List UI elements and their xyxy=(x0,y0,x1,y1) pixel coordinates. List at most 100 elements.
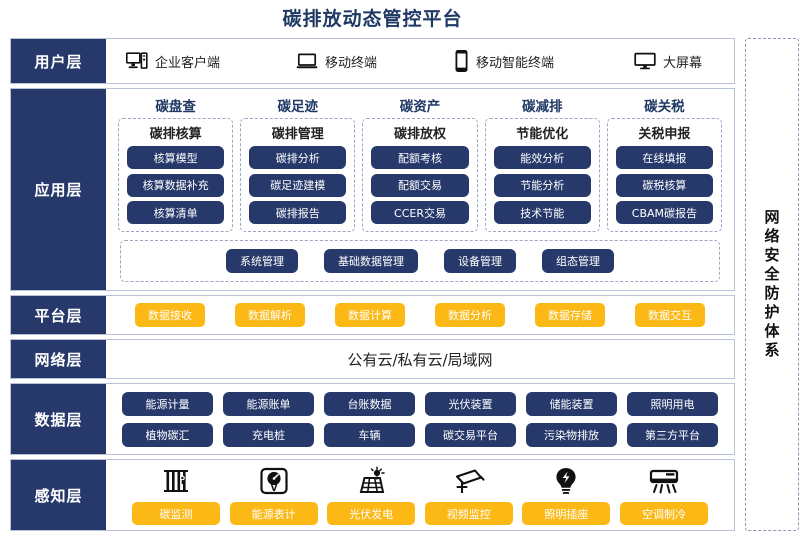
app-box-carbon-emission-rights: 碳排放权 配额考核 配额交易 CCER交易 xyxy=(362,118,478,232)
user-item-mobile-terminal[interactable]: 移动终端 xyxy=(296,52,454,71)
perception-item-label: 视频监控 xyxy=(424,502,513,525)
support-item-configuration-management[interactable]: 组态管理 xyxy=(542,249,614,273)
layer-platform: 平台层 数据接收 数据解析 数据计算 数据分析 数据存储 数据交互 xyxy=(10,295,735,335)
perception-item-label: 光伏发电 xyxy=(327,502,416,525)
user-item-large-screen[interactable]: 大屏幕 xyxy=(634,52,764,71)
app-box-title: 关税申报 xyxy=(638,127,691,142)
data-item-storage-device[interactable]: 储能装置 xyxy=(526,391,617,416)
data-item-pollutant-emission[interactable]: 污染物排放 xyxy=(526,422,617,447)
support-item-basic-data-management[interactable]: 基础数据管理 xyxy=(324,249,418,273)
energy-meter-icon: V xyxy=(259,465,289,497)
app-item[interactable]: 节能分析 xyxy=(493,173,591,197)
app-box-title: 节能优化 xyxy=(516,127,569,142)
user-item-label: 移动智能终端 xyxy=(476,55,555,71)
data-layer-grid: 能源计量 能源账单 台账数据 光伏装置 储能装置 照明用电 植物碳汇 充电桩 车… xyxy=(106,391,734,447)
app-item[interactable]: 配额考核 xyxy=(371,146,469,169)
perception-layer-grid: 碳监测 V 能源表计 xyxy=(106,461,734,529)
app-item[interactable]: 在线填报 xyxy=(615,146,714,169)
carbon-monitor-icon xyxy=(161,465,191,497)
user-item-label: 移动终端 xyxy=(325,55,378,71)
app-column-carbon-tariff: 碳关税 关税申报 在线填报 碳税核算 CBAM碳报告 xyxy=(606,95,723,232)
perception-item-label: 空调制冷 xyxy=(619,502,708,525)
app-item[interactable]: CCER交易 xyxy=(371,201,469,224)
user-item-enterprise-client[interactable]: 企业客户端 xyxy=(126,52,296,71)
app-column-carbon-inventory: 碳盘查 碳排核算 核算模型 核算数据补充 核算清单 xyxy=(118,95,234,232)
app-item[interactable]: 能效分析 xyxy=(493,146,591,169)
platform-item-data-compute[interactable]: 数据计算 xyxy=(335,303,405,327)
app-box-carbon-accounting: 碳排核算 核算模型 核算数据补充 核算清单 xyxy=(118,118,234,232)
app-item[interactable]: 核算数据补充 xyxy=(127,173,225,197)
app-item[interactable]: 核算模型 xyxy=(127,146,225,169)
user-item-smart-mobile-terminal[interactable]: 移动智能终端 xyxy=(454,49,634,73)
svg-text:V: V xyxy=(270,484,277,494)
data-item-third-party-platform[interactable]: 第三方平台 xyxy=(627,422,718,447)
solar-panel-icon xyxy=(356,465,386,497)
user-layer-items: 企业客户端 移动终端 xyxy=(106,49,764,73)
app-column-title: 碳足迹 xyxy=(277,99,319,115)
platform-item-data-storage[interactable]: 数据存储 xyxy=(535,303,605,327)
app-item[interactable]: 碳排报告 xyxy=(249,201,347,224)
data-item-plant-carbon-sink[interactable]: 植物碳汇 xyxy=(122,422,213,447)
layer-data: 数据层 能源计量 能源账单 台账数据 光伏装置 储能装置 照明用电 植物碳汇 充… xyxy=(10,383,735,455)
layer-label-perception: 感知层 xyxy=(11,460,106,530)
platform-layer-items: 数据接收 数据解析 数据计算 数据分析 数据存储 数据交互 xyxy=(106,303,734,327)
support-item-device-management[interactable]: 设备管理 xyxy=(444,249,516,273)
layer-label-application: 应用层 xyxy=(11,89,106,290)
data-item-ledger-data[interactable]: 台账数据 xyxy=(324,391,415,416)
cctv-camera-icon xyxy=(453,465,485,497)
application-columns: 碳盘查 碳排核算 核算模型 核算数据补充 核算清单 碳足迹 碳排管理 碳排分析 … xyxy=(114,95,726,232)
app-column-carbon-footprint: 碳足迹 碳排管理 碳排分析 碳足迹建模 碳排报告 xyxy=(240,95,356,232)
app-item[interactable]: 技术节能 xyxy=(493,201,591,224)
application-support-box: 系统管理 基础数据管理 设备管理 组态管理 xyxy=(120,240,720,282)
app-item[interactable]: 碳税核算 xyxy=(615,173,714,197)
security-panel-label: 网络安全防护体系 xyxy=(762,208,781,361)
perception-item-label: 碳监测 xyxy=(132,502,220,525)
app-box-carbon-management: 碳排管理 碳排分析 碳足迹建模 碳排报告 xyxy=(240,118,356,232)
perception-item-carbon-monitoring[interactable]: 碳监测 xyxy=(128,465,224,525)
app-item[interactable]: 配额交易 xyxy=(371,173,469,197)
platform-item-data-analysis[interactable]: 数据分析 xyxy=(435,303,505,327)
data-item-energy-metering[interactable]: 能源计量 xyxy=(122,391,213,416)
data-layer-row: 能源计量 能源账单 台账数据 光伏装置 储能装置 照明用电 xyxy=(122,391,718,416)
perception-item-pv-generation[interactable]: 光伏发电 xyxy=(323,465,419,525)
data-item-vehicle[interactable]: 车辆 xyxy=(324,422,415,447)
data-item-lighting-power[interactable]: 照明用电 xyxy=(627,391,718,416)
app-box-title: 碳排核算 xyxy=(149,127,202,142)
platform-item-data-interaction[interactable]: 数据交互 xyxy=(635,303,705,327)
app-box-energy-saving-optimization: 节能优化 能效分析 节能分析 技术节能 xyxy=(484,118,600,232)
data-item-charging-pile[interactable]: 充电桩 xyxy=(223,422,314,447)
platform-item-data-receive[interactable]: 数据接收 xyxy=(135,303,205,327)
app-item[interactable]: CBAM碳报告 xyxy=(615,201,714,224)
perception-item-label: 能源表计 xyxy=(229,502,318,525)
app-item[interactable]: 碳排分析 xyxy=(249,146,347,169)
app-column-carbon-asset: 碳资产 碳排放权 配额考核 配额交易 CCER交易 xyxy=(362,95,478,232)
perception-item-energy-meter[interactable]: V 能源表计 xyxy=(226,465,322,525)
laptop-icon xyxy=(296,52,318,70)
perception-item-label: 照明插座 xyxy=(522,502,611,525)
layer-label-platform: 平台层 xyxy=(11,296,106,334)
support-item-system-management[interactable]: 系统管理 xyxy=(226,249,298,273)
platform-item-data-parse[interactable]: 数据解析 xyxy=(235,303,305,327)
smartphone-icon xyxy=(454,49,469,73)
app-box-tariff-declaration: 关税申报 在线填报 碳税核算 CBAM碳报告 xyxy=(606,118,723,232)
layer-network: 网络层 公有云/私有云/局域网 xyxy=(10,339,735,379)
data-item-pv-device[interactable]: 光伏装置 xyxy=(425,391,516,416)
desktop-tower-icon xyxy=(126,52,148,70)
app-column-carbon-reduction: 碳减排 节能优化 能效分析 节能分析 技术节能 xyxy=(484,95,600,232)
app-box-title: 碳排管理 xyxy=(271,127,324,142)
lightbulb-icon xyxy=(553,465,579,497)
app-item[interactable]: 碳足迹建模 xyxy=(249,173,347,197)
user-item-label: 大屏幕 xyxy=(663,55,703,71)
app-column-title: 碳盘查 xyxy=(155,99,196,115)
app-column-title: 碳减排 xyxy=(521,99,563,115)
perception-item-video-surveillance[interactable]: 视频监控 xyxy=(421,465,517,525)
data-item-energy-bill[interactable]: 能源账单 xyxy=(223,391,314,416)
app-item[interactable]: 核算清单 xyxy=(127,201,225,224)
app-column-title: 碳关税 xyxy=(644,99,685,115)
perception-item-air-conditioning[interactable]: 空调制冷 xyxy=(616,465,712,525)
layer-perception: 感知层 xyxy=(10,459,735,531)
perception-item-lighting-socket[interactable]: 照明插座 xyxy=(518,465,614,525)
data-item-carbon-trading-platform[interactable]: 碳交易平台 xyxy=(425,422,516,447)
page-title: 碳排放动态管控平台 xyxy=(282,8,463,30)
app-column-title: 碳资产 xyxy=(399,99,441,115)
